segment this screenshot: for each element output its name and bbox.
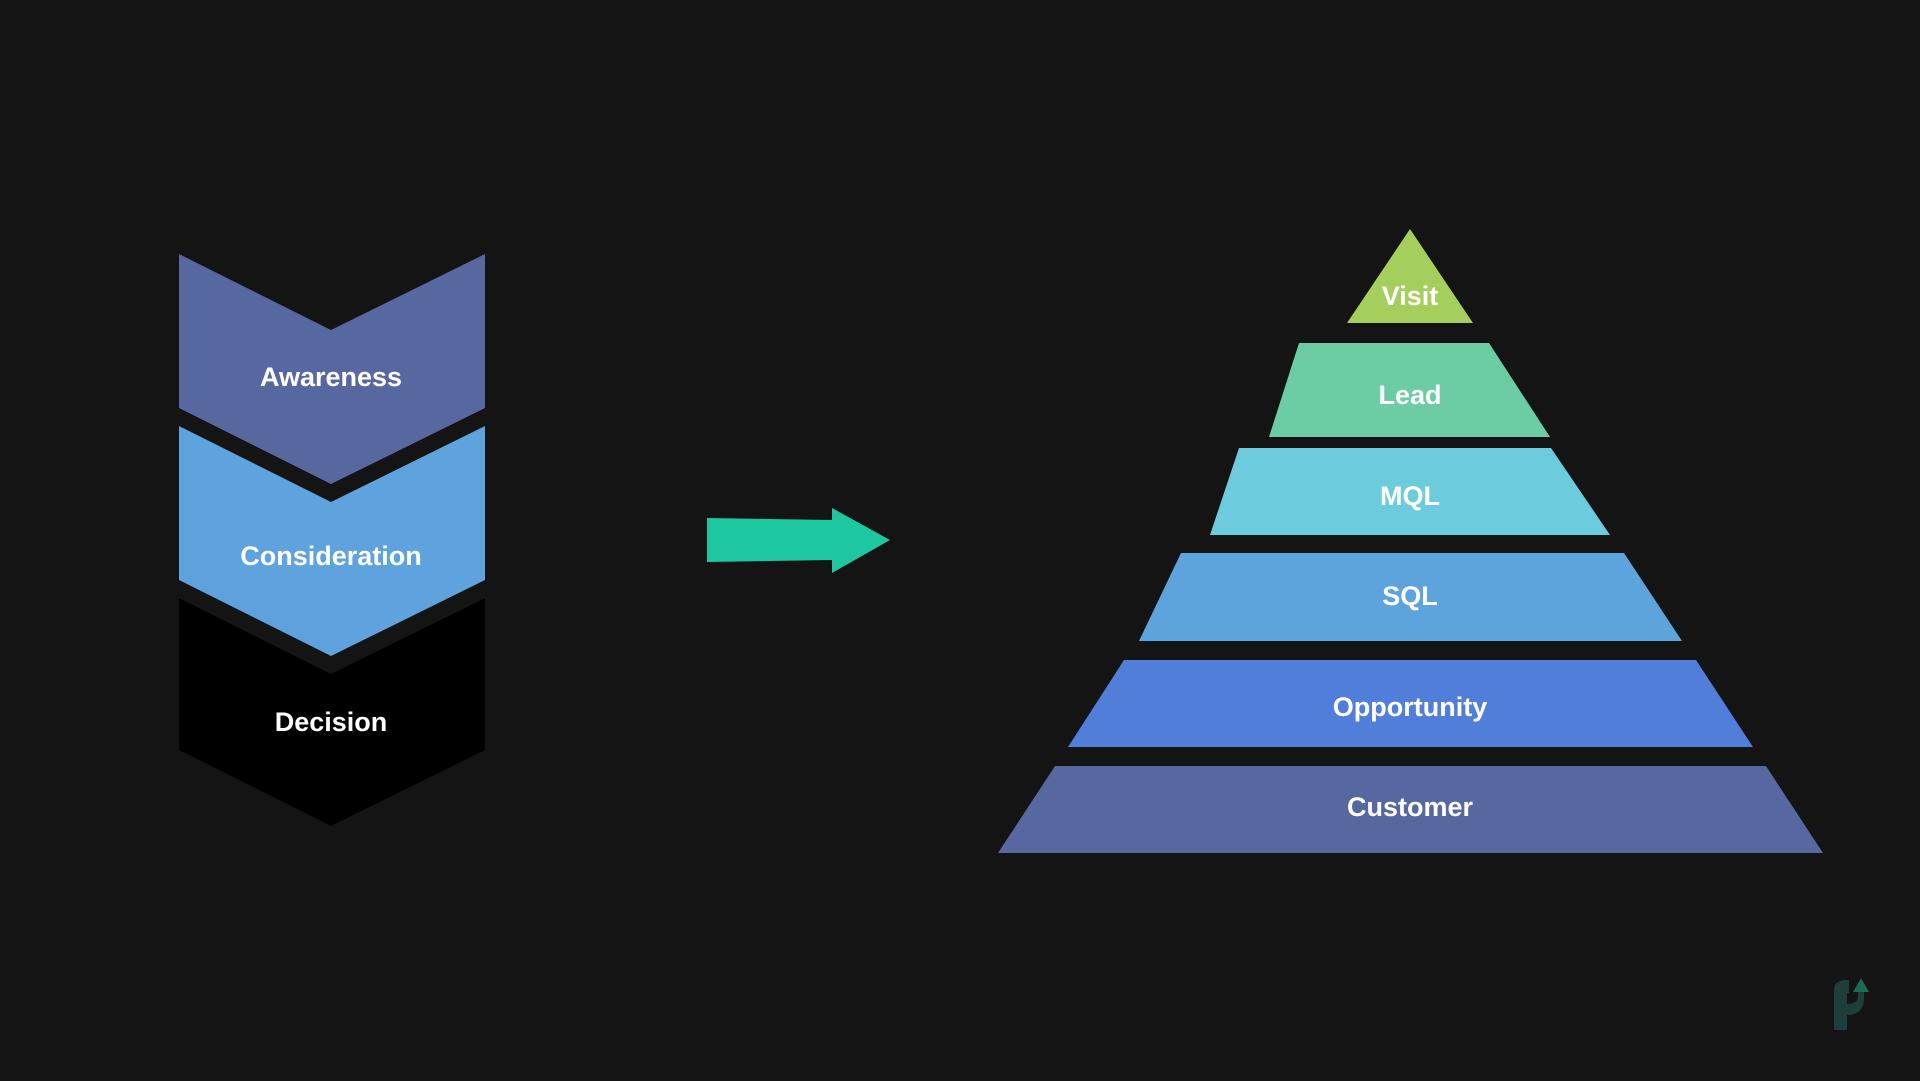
pyramid-tier-shape — [1068, 660, 1753, 747]
funnel-level-lead: Lead — [1269, 343, 1550, 437]
funnel-level-label: MQL — [1380, 481, 1440, 511]
funnel-level-customer: Customer — [998, 766, 1823, 853]
chevron-shape — [179, 426, 485, 656]
pyramid-tier-shape — [1139, 553, 1682, 641]
funnel-level-visit: Visit — [1347, 229, 1473, 323]
journey-stage-label: Awareness — [260, 362, 402, 392]
journey-stage-decision: Decision — [179, 598, 485, 826]
funnel-level-opportunity: Opportunity — [1068, 660, 1753, 747]
arrow-right-icon — [707, 508, 890, 573]
funnel-level-label: Opportunity — [1333, 692, 1487, 722]
funnel-level-label: SQL — [1382, 581, 1438, 611]
journey-chevrons: Awareness Consideration Decision — [179, 254, 485, 826]
funnel-level-label: Visit — [1382, 281, 1439, 311]
funnel-level-label: Customer — [1347, 792, 1474, 822]
funnel-pyramid: Visit Lead MQL SQL Opportunity Customer — [998, 229, 1823, 853]
journey-stage-label: Consideration — [240, 541, 422, 571]
funnel-level-label: Lead — [1378, 380, 1441, 410]
logo-arrow-tip-shape — [1853, 978, 1869, 992]
logo-bowl-shape — [1847, 990, 1864, 1015]
journey-stage-awareness: Awareness — [179, 254, 485, 484]
chevron-shape — [179, 598, 485, 826]
pyramid-tier-shape — [1347, 229, 1473, 323]
pyramid-tier-shape — [1269, 343, 1550, 437]
pyramid-tier-shape — [998, 766, 1823, 853]
funnel-level-mql: MQL — [1210, 448, 1610, 535]
chevron-shape — [179, 254, 485, 484]
funnel-level-sql: SQL — [1139, 553, 1682, 641]
logo-stem-shape — [1834, 980, 1849, 1030]
brand-logo-icon — [1834, 978, 1869, 1030]
pyramid-tier-shape — [1210, 448, 1610, 535]
journey-stage-consideration: Consideration — [179, 426, 485, 656]
journey-stage-label: Decision — [275, 707, 388, 737]
